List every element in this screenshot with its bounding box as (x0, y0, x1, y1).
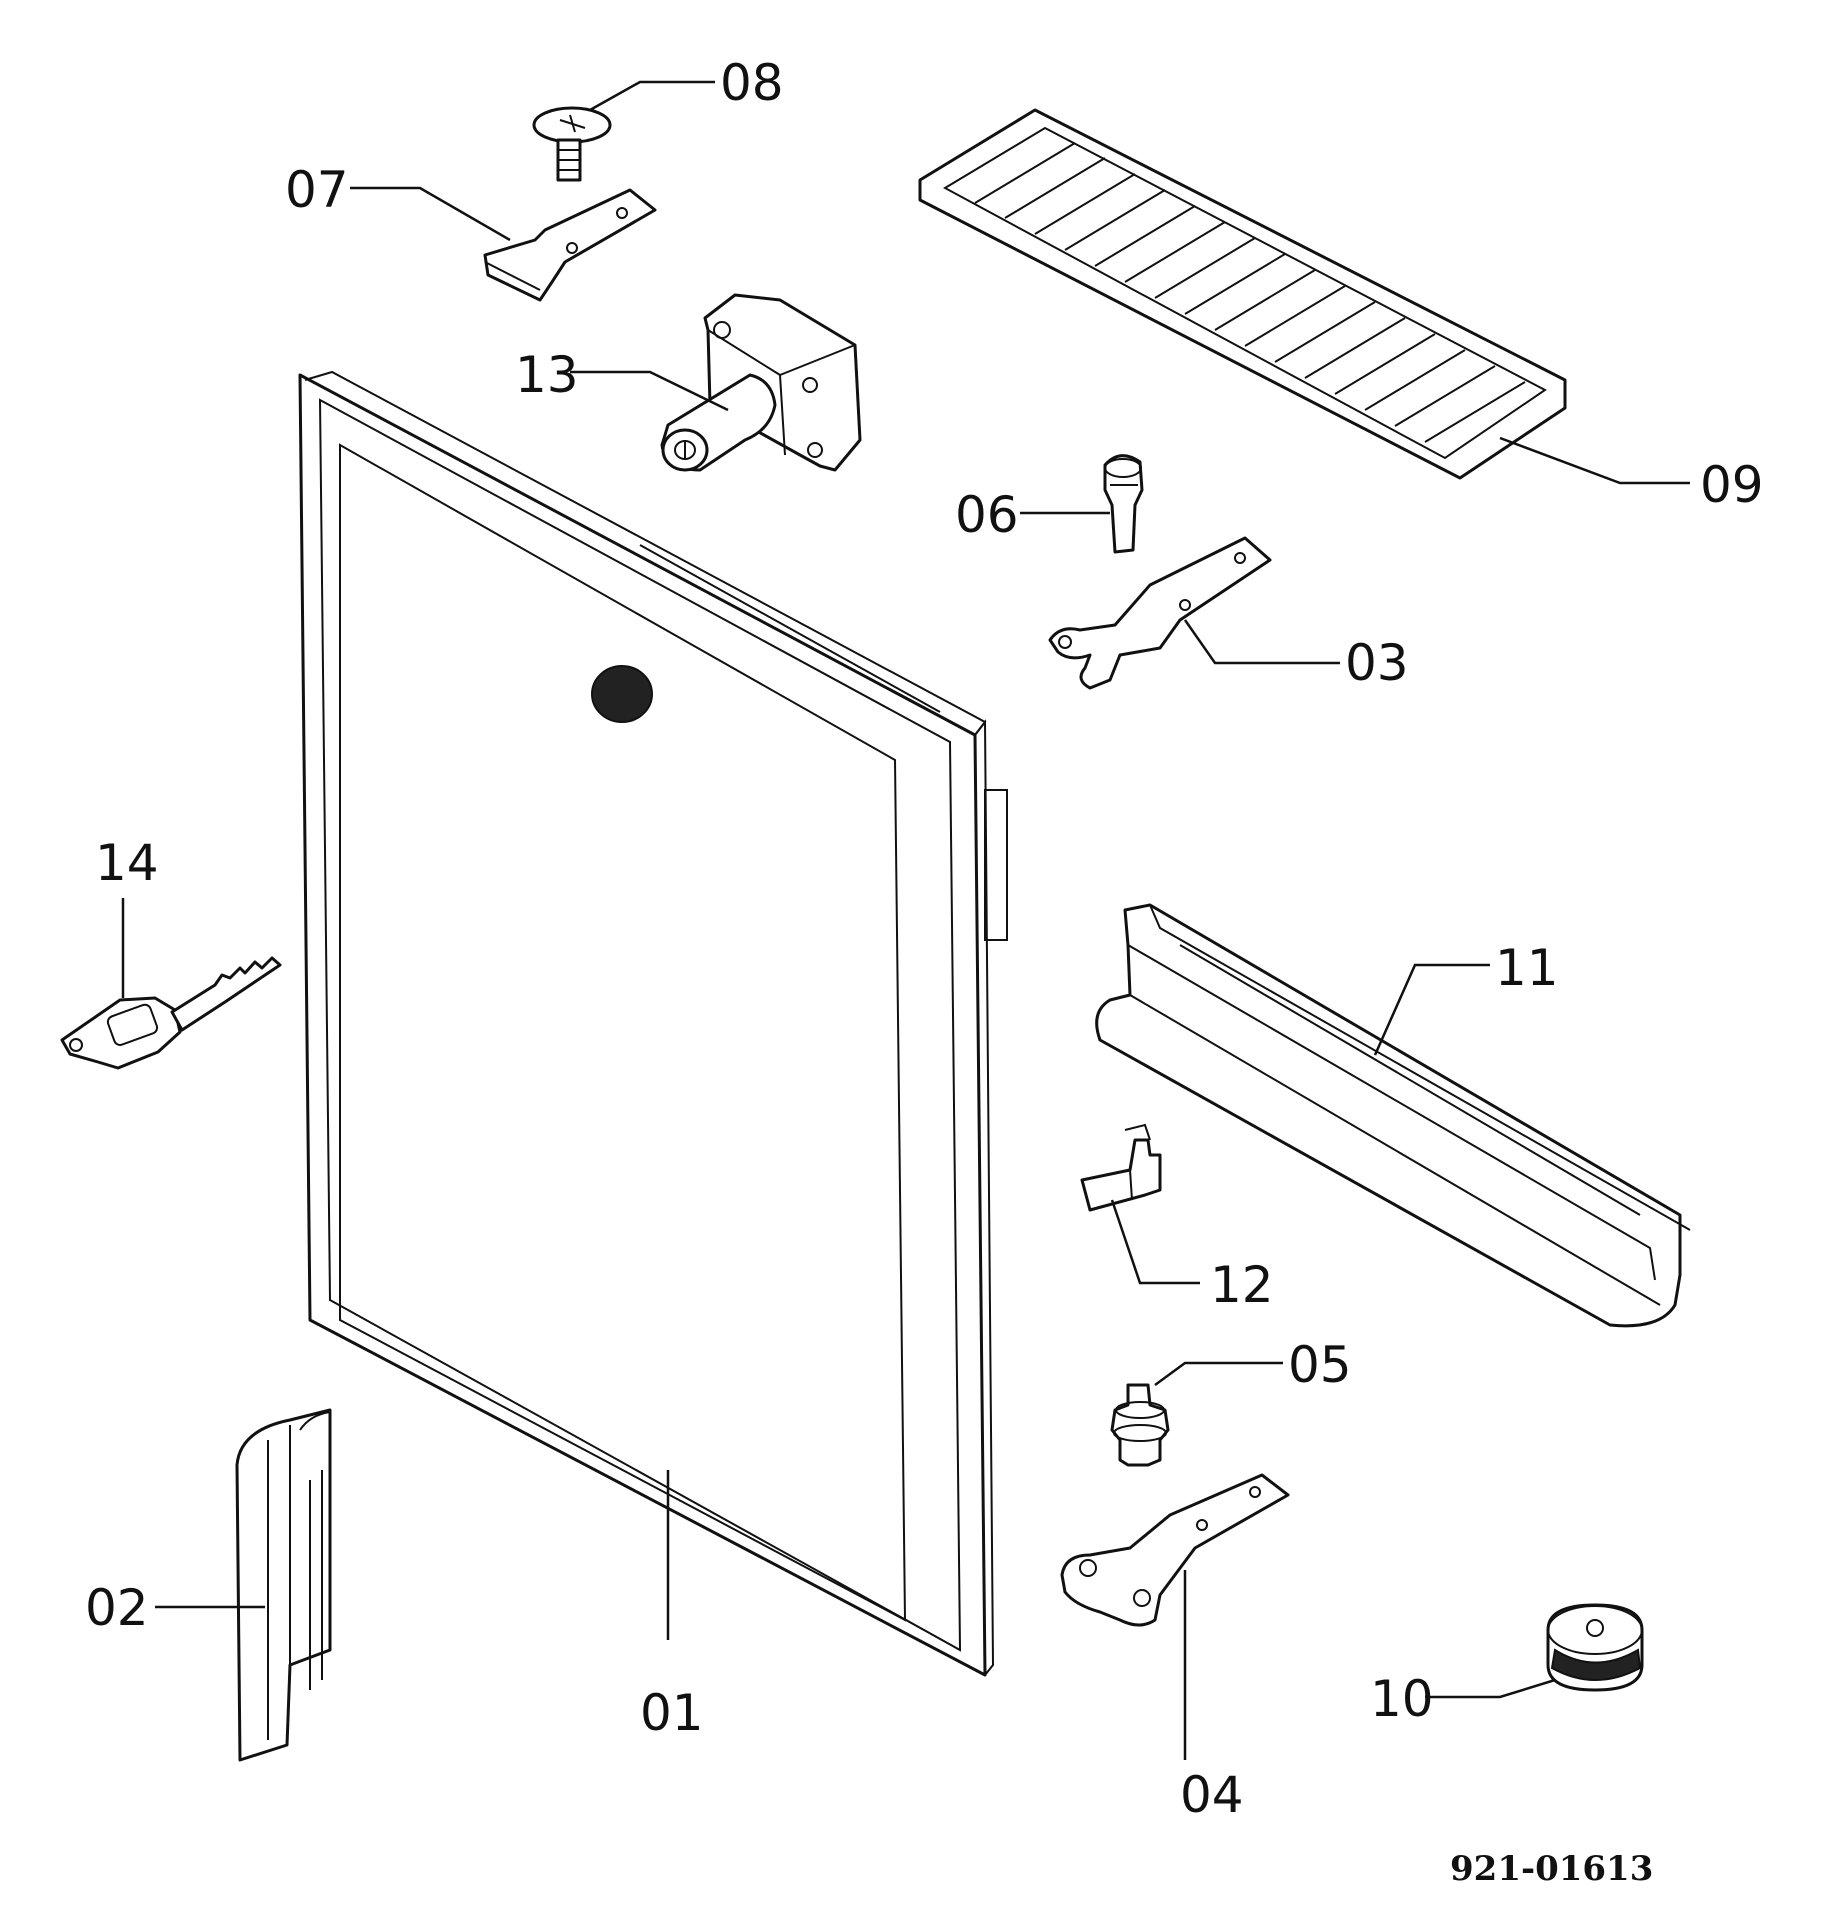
callout-07: 07 (285, 161, 349, 219)
callout-09: 09 (1700, 456, 1764, 514)
clip-drawing (1080, 1123, 1162, 1212)
callout-14: 14 (95, 834, 159, 892)
callout-12: 12 (1210, 1256, 1274, 1314)
callout-labels: 01 02 03 04 05 06 07 08 09 10 11 12 13 1… (85, 54, 1764, 1824)
hinge-cover-drawing (235, 1408, 332, 1762)
drawing-number: 921-01613 (1450, 1849, 1653, 1889)
callout-11: 11 (1495, 939, 1559, 997)
door-panel-drawing (298, 370, 1008, 1677)
callout-04: 04 (1180, 1766, 1244, 1824)
callout-02: 02 (85, 1579, 149, 1637)
leader-lines (121, 80, 1690, 1760)
shelf-wires (974, 142, 1526, 443)
lock-cylinder-drawing (660, 293, 862, 472)
callout-08: 08 (720, 54, 784, 112)
upper-hinge-bracket-drawing (1048, 536, 1272, 690)
wire-shelf-drawing (918, 108, 1567, 480)
key-drawing (60, 956, 282, 1070)
upper-hinge-pin-drawing (1103, 454, 1144, 554)
lower-hinge-pin-drawing (1110, 1383, 1170, 1467)
callout-05: 05 (1288, 1336, 1352, 1394)
callout-13: 13 (515, 346, 579, 404)
lower-hinge-bracket-drawing (1060, 1473, 1290, 1627)
door-shelf-rail-drawing (1095, 903, 1691, 1328)
callout-10: 10 (1370, 1670, 1434, 1728)
screw-drawing (532, 106, 612, 182)
callout-06: 06 (955, 486, 1019, 544)
callout-03: 03 (1345, 634, 1409, 692)
latch-plate-drawing (483, 188, 657, 302)
callout-01: 01 (640, 1684, 704, 1742)
foot-drawing (1546, 1603, 1644, 1692)
